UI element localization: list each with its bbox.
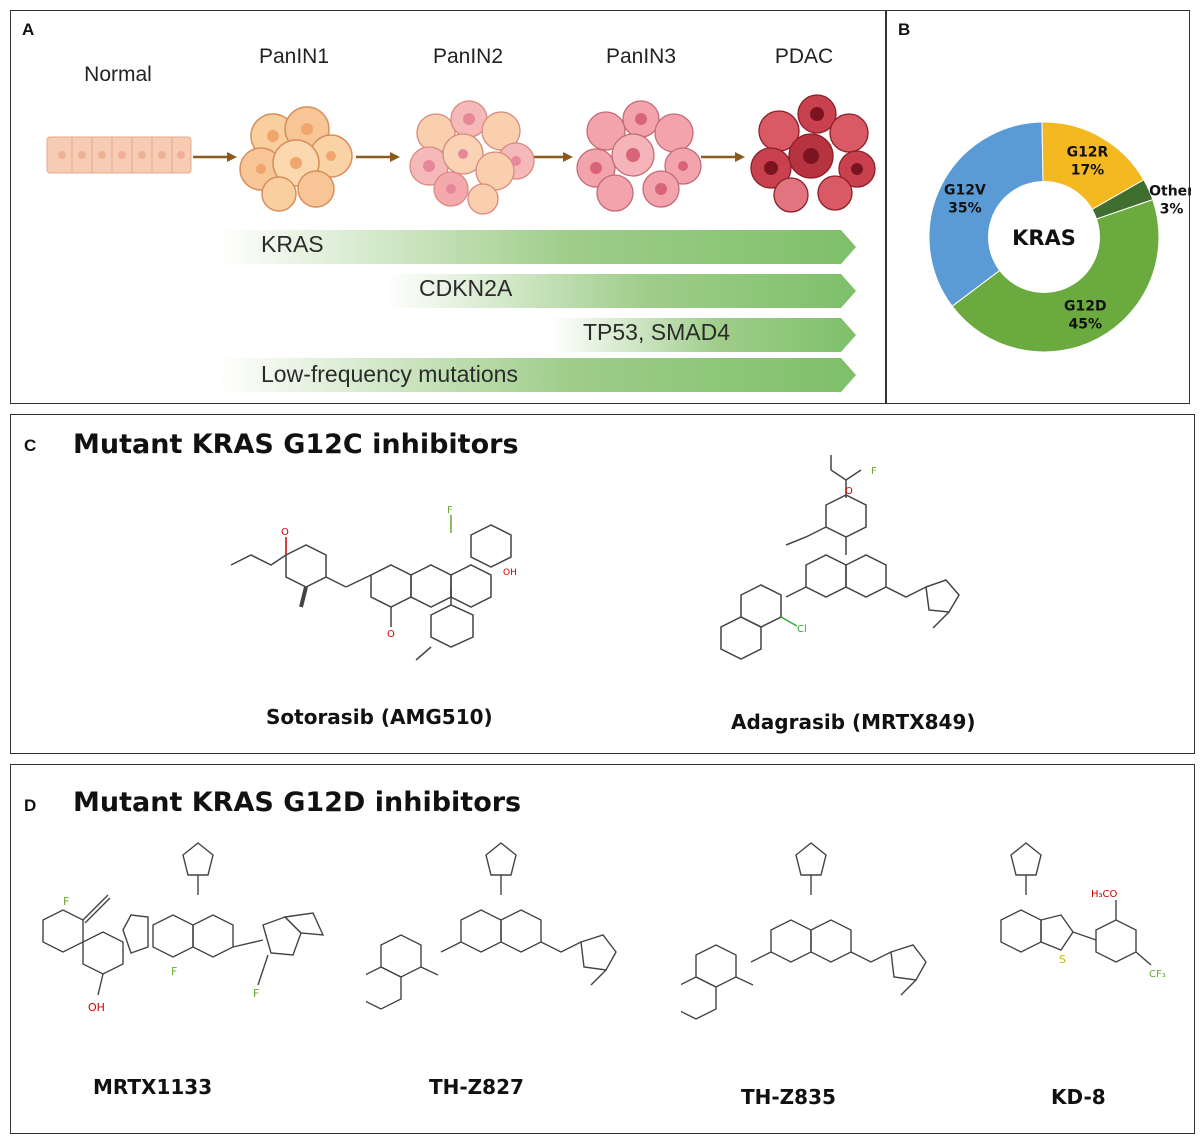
compound-name-th-z827: TH-Z827 [429,1075,524,1099]
stage-label-pdac: PDAC [774,45,834,68]
normal-cells-illustration [46,136,192,174]
progression-illustration [46,94,876,392]
atom-h3co-label: H₃CO [1091,889,1118,900]
atom-s-label: S [1059,953,1066,966]
donut-center-label: KRAS [1012,226,1076,250]
panel-b-label: B [898,20,911,39]
compound-name-adagrasib: Adagrasib (MRTX849) [731,710,976,734]
mutation-label-tp53-smad4: TP53, SMAD4 [583,319,730,345]
atom-f-label: F [871,466,877,477]
atom-f-label: F [447,505,453,516]
donut-value-g12r: 17% [1071,162,1105,178]
atom-o-label: O [281,527,289,538]
compound-name-sotorasib: Sotorasib (AMG510) [266,705,493,729]
atom-o-label: O [387,629,395,640]
stage-label-normal: Normal [84,63,152,86]
mutation-arrows [216,230,856,392]
donut-value-other: 3% [1160,201,1184,217]
panel-a: A Normal PanIN1 PanIN2 PanIN3 PDAC [10,10,886,404]
panel-c-title: Mutant KRAS G12C inhibitors [73,429,519,460]
atom-oh-label: OH [503,568,517,578]
panel-d: D Mutant KRAS G12D inhibitors F F F OH [10,764,1195,1134]
stage-label-panin1: PanIN1 [258,45,330,68]
structure-sotorasib: O F OH O [230,505,517,661]
panel-c: C Mutant KRAS G12C inhibitors O F OH O [10,414,1195,754]
donut-label-g12v: G12V [944,182,986,198]
structure-th-z827 [366,842,617,1010]
panin2-cells-illustration [409,100,535,215]
stage-label-panin2: PanIN2 [432,45,504,68]
atom-cf3-label: CF₃ [1149,969,1166,980]
panin3-cells-illustration [576,100,702,212]
atom-o-label: O [845,486,853,497]
structure-adagrasib: O F Cl [720,455,960,660]
atom-cl-label: Cl [797,624,807,635]
structure-th-z835 [681,842,927,1020]
mutation-label-low-frequency: Low-frequency mutations [261,361,518,387]
mutation-label-kras: KRAS [261,231,324,257]
atom-f-label: F [63,895,69,908]
mutation-label-cdkn2a: CDKN2A [419,275,513,301]
kras-donut-chart: KRAS G12D 45% G12V 35% G12R 17% Other 3% [928,121,1191,353]
atom-f-label: F [171,965,177,978]
structure-kd-8: S H₃CO CF₃ [1000,842,1166,980]
panel-c-label: C [24,436,37,455]
compound-name-kd-8: KD-8 [1051,1085,1106,1109]
panel-a-label: A [22,20,35,39]
compound-name-mrtx1133: MRTX1133 [93,1075,213,1099]
donut-slice-g12v [928,121,1045,307]
donut-hole [988,181,1100,293]
panin1-cells-illustration [239,106,353,212]
panel-d-label: D [24,796,37,815]
donut-label-g12d: G12D [1064,299,1107,315]
donut-label-other: Other [1149,183,1191,199]
compound-name-th-z835: TH-Z835 [741,1085,836,1109]
atom-f-label: F [253,987,259,1000]
stage-label-panin3: PanIN3 [605,45,677,68]
pdac-cells-illustration [750,94,876,213]
panel-d-title: Mutant KRAS G12D inhibitors [73,787,522,818]
atom-oh-label: OH [88,1001,105,1014]
donut-value-g12v: 35% [948,200,982,216]
panel-b: B KRAS G12D 45% G12V 35% G12R 17% Other 3% [886,10,1191,404]
structure-mrtx1133: F F F OH [42,842,325,1014]
donut-label-g12r: G12R [1067,144,1109,160]
donut-value-g12d: 45% [1069,317,1103,333]
progression-arrows [193,152,745,162]
